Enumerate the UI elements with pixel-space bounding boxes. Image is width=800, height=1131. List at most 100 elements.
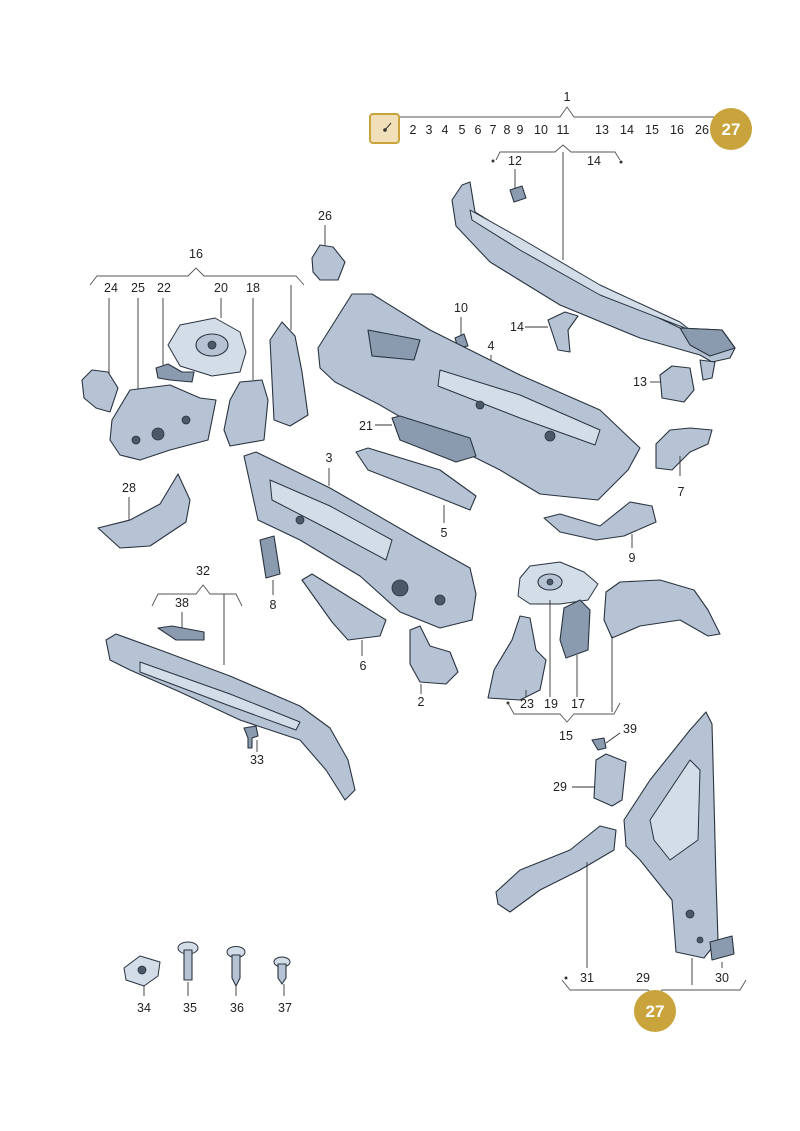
label-12: 12 bbox=[508, 154, 522, 168]
top-number-4: 4 bbox=[442, 123, 449, 137]
label-16: 16 bbox=[189, 247, 203, 261]
part-19-strut-mount bbox=[517, 561, 599, 605]
part-31-member bbox=[495, 825, 617, 913]
reference-badge-top bbox=[710, 108, 752, 150]
part-13-bracket bbox=[659, 365, 695, 403]
part-20-strut-mount bbox=[167, 317, 247, 377]
label-30: 30 bbox=[715, 971, 729, 985]
part-8-plate bbox=[259, 535, 281, 579]
top-number-11: 11 bbox=[557, 123, 570, 137]
label-26: 26 bbox=[318, 209, 332, 223]
part-1-cowl-crossmember bbox=[451, 181, 736, 381]
part-25-wheelhouse bbox=[109, 384, 217, 461]
label-9: 9 bbox=[629, 551, 636, 565]
part-16-pillar bbox=[269, 321, 309, 427]
part-15-wheelhouse bbox=[603, 579, 721, 639]
part-22-strip bbox=[155, 363, 195, 383]
top-number-5: 5 bbox=[459, 123, 466, 137]
bracket-32: 32 38 bbox=[151, 564, 243, 665]
label-15: 15 bbox=[559, 729, 573, 743]
label-28: 28 bbox=[122, 481, 136, 495]
part-4-cowl-panel bbox=[317, 293, 641, 501]
top-number-26: 26 bbox=[695, 123, 709, 137]
top-number-6: 6 bbox=[475, 123, 482, 137]
label-21: 21 bbox=[359, 419, 373, 433]
part-32-lower-crossmember bbox=[105, 633, 356, 801]
top-number-2: 2 bbox=[410, 123, 417, 137]
label-13: 13 bbox=[633, 375, 647, 389]
top-number-13: 13 bbox=[595, 123, 609, 137]
label-18: 18 bbox=[246, 281, 260, 295]
label-23: 23 bbox=[520, 697, 534, 711]
part-23-bracket bbox=[487, 615, 547, 701]
top-number-8: 8 bbox=[504, 123, 511, 137]
part-7-bracket bbox=[655, 427, 713, 471]
label-7: 7 bbox=[678, 485, 685, 499]
label-14-top: 14 bbox=[587, 154, 601, 168]
part-38-plate bbox=[157, 625, 205, 641]
label-33: 33 bbox=[250, 753, 264, 767]
part-35-bolt bbox=[177, 941, 199, 981]
top-number-15: 15 bbox=[645, 123, 659, 137]
label-25: 25 bbox=[131, 281, 145, 295]
label-29-side: 29 bbox=[553, 780, 567, 794]
part-6-bracket bbox=[301, 573, 387, 641]
part-34-clip-nut bbox=[123, 955, 161, 987]
label-36: 36 bbox=[230, 1001, 244, 1015]
top-number-3: 3 bbox=[426, 123, 433, 137]
part-3-bulkhead bbox=[243, 451, 477, 629]
part-12-clip bbox=[509, 185, 527, 203]
label-24: 24 bbox=[104, 281, 118, 295]
label-35: 35 bbox=[183, 1001, 197, 1015]
bracket-15: 23 19 17 15 bbox=[506, 600, 621, 743]
part-5-strip bbox=[355, 447, 477, 511]
part-9-member bbox=[543, 501, 657, 541]
reference-badge-bottom bbox=[634, 990, 676, 1032]
label-14-side: 14 bbox=[510, 320, 524, 334]
label-38: 38 bbox=[175, 596, 189, 610]
badge-top-number: 27 bbox=[722, 120, 741, 139]
bottom-bracket: 29 27 bbox=[561, 971, 747, 1032]
bracket-16: 16 24 25 22 20 18 bbox=[89, 247, 305, 390]
label-2: 2 bbox=[418, 695, 425, 709]
part-2-bracket bbox=[409, 625, 459, 685]
label-32: 32 bbox=[196, 564, 210, 578]
part-28-bracket bbox=[97, 473, 191, 549]
label-31: 31 bbox=[580, 971, 594, 985]
part-36-screw bbox=[226, 946, 246, 987]
label-34: 34 bbox=[137, 1001, 151, 1015]
part-30-plate bbox=[709, 935, 735, 961]
part-26-bracket bbox=[311, 244, 346, 281]
label-17: 17 bbox=[571, 697, 585, 711]
part-33-bolt bbox=[243, 725, 259, 749]
top-number-16: 16 bbox=[670, 123, 684, 137]
top-number-7: 7 bbox=[490, 123, 497, 137]
part-29-bracket bbox=[593, 753, 627, 807]
part-21-reinforcement bbox=[391, 415, 477, 463]
label-22: 22 bbox=[157, 281, 171, 295]
part-14-bracket bbox=[547, 311, 579, 353]
label-29-bottom: 29 bbox=[636, 971, 650, 985]
part-pillar-inner bbox=[623, 711, 719, 959]
label-8: 8 bbox=[270, 598, 277, 612]
label-39: 39 bbox=[623, 722, 637, 736]
bracket-12-14: 12 14 bbox=[491, 144, 623, 260]
part-24-bracket bbox=[81, 369, 119, 413]
badge-bottom-number: 27 bbox=[646, 1002, 665, 1021]
top-number-10: 10 bbox=[534, 123, 548, 137]
label-5: 5 bbox=[441, 526, 448, 540]
label-10: 10 bbox=[454, 301, 468, 315]
label-37: 37 bbox=[278, 1001, 292, 1015]
label-6: 6 bbox=[360, 659, 367, 673]
top-number-14: 14 bbox=[620, 123, 634, 137]
label-19: 19 bbox=[544, 697, 558, 711]
part-39-screw bbox=[591, 737, 607, 751]
label-4: 4 bbox=[488, 339, 495, 353]
label-20: 20 bbox=[214, 281, 228, 295]
top-number-9: 9 bbox=[517, 123, 524, 137]
part-37-rivet bbox=[273, 956, 291, 985]
